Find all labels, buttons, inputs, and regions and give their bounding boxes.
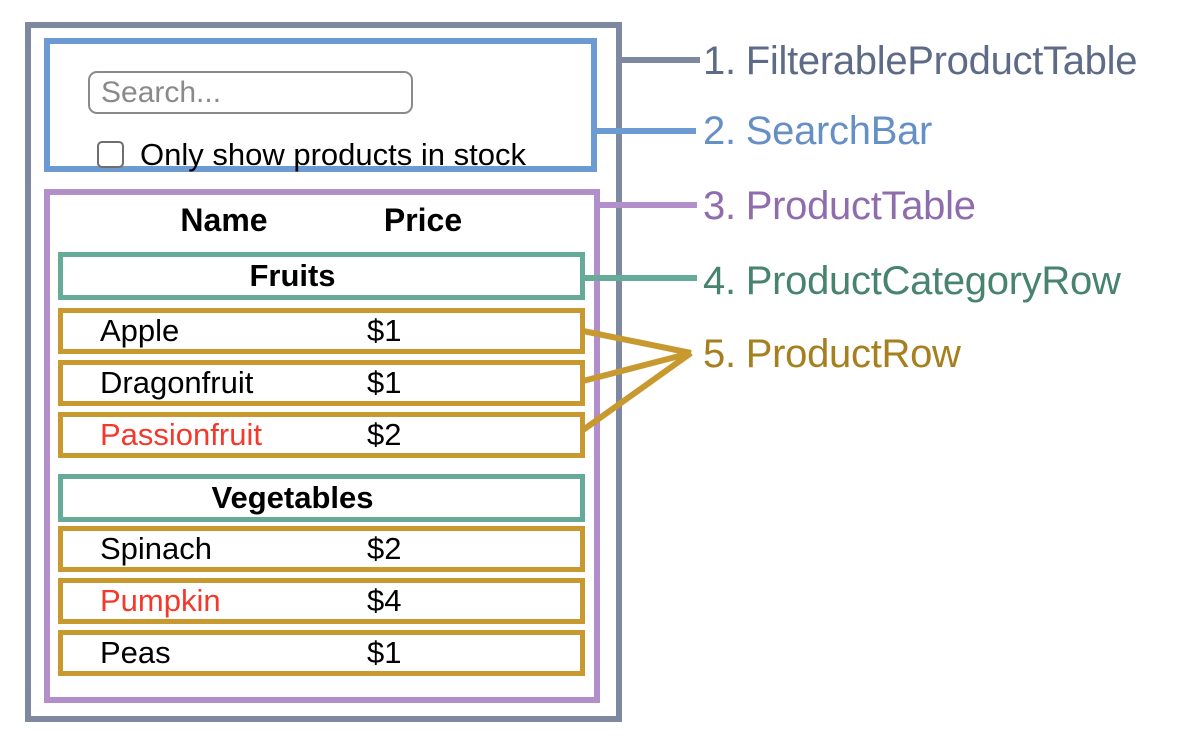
category-label: Vegetables [211, 480, 374, 515]
product-row-apple: Apple $1 [58, 308, 585, 354]
column-header-price: Price [383, 202, 463, 238]
search-bar-box: Only show products in stock [44, 38, 597, 172]
product-row-passionfruit: Passionfruit $2 [58, 412, 585, 458]
filterable-product-table-box: Only show products in stock Name Price F… [25, 22, 622, 722]
connector-search-bar [592, 128, 696, 134]
legend-number: 4. [703, 259, 736, 303]
product-name: Passionfruit [100, 417, 262, 452]
product-name: Dragonfruit [100, 365, 254, 400]
product-price: $2 [367, 531, 402, 566]
connector-filterable-product-table [616, 57, 700, 63]
in-stock-checkbox[interactable] [97, 141, 124, 168]
product-row-dragonfruit: Dragonfruit $1 [58, 360, 585, 406]
product-price: $1 [367, 635, 402, 670]
product-price: $1 [367, 313, 402, 348]
legend-number: 5. [703, 332, 736, 376]
legend-label: FilterableProductTable [745, 39, 1138, 83]
connector-product-category-row [581, 275, 697, 281]
product-price: $1 [367, 365, 402, 400]
product-row-pumpkin: Pumpkin $4 [58, 578, 585, 624]
legend-number: 2. [703, 109, 736, 153]
product-row-peas: Peas $1 [58, 630, 585, 676]
column-header-name: Name [180, 202, 268, 238]
legend-number: 3. [703, 184, 736, 228]
category-row-vegetables: Vegetables [58, 474, 585, 522]
product-name: Spinach [100, 531, 213, 566]
legend-label: ProductCategoryRow [745, 259, 1121, 303]
product-name: Peas [100, 635, 171, 670]
product-name: Apple [100, 313, 180, 348]
product-price: $2 [367, 417, 402, 452]
connector-product-table [595, 202, 697, 208]
legend-product-table: 3.ProductTable [703, 184, 976, 228]
legend-label: ProductRow [745, 332, 961, 376]
product-table-box: Name Price Fruits Apple $1 Dragonfruit $… [44, 189, 600, 703]
product-row-spinach: Spinach $2 [58, 526, 585, 572]
legend-number: 1. [703, 39, 736, 83]
product-price: $4 [367, 583, 402, 618]
in-stock-checkbox-label: Only show products in stock [140, 137, 526, 172]
legend-filterable-product-table: 1.FilterableProductTable [703, 39, 1137, 83]
category-label: Fruits [249, 258, 336, 293]
legend-search-bar: 2.SearchBar [703, 109, 932, 153]
search-input[interactable] [88, 71, 413, 114]
legend-product-category-row: 4.ProductCategoryRow [703, 259, 1121, 303]
legend-product-row: 5.ProductRow [703, 332, 961, 376]
product-name: Pumpkin [100, 583, 221, 618]
legend-label: SearchBar [745, 109, 933, 153]
legend-label: ProductTable [745, 184, 976, 228]
category-row-fruits: Fruits [58, 252, 585, 300]
